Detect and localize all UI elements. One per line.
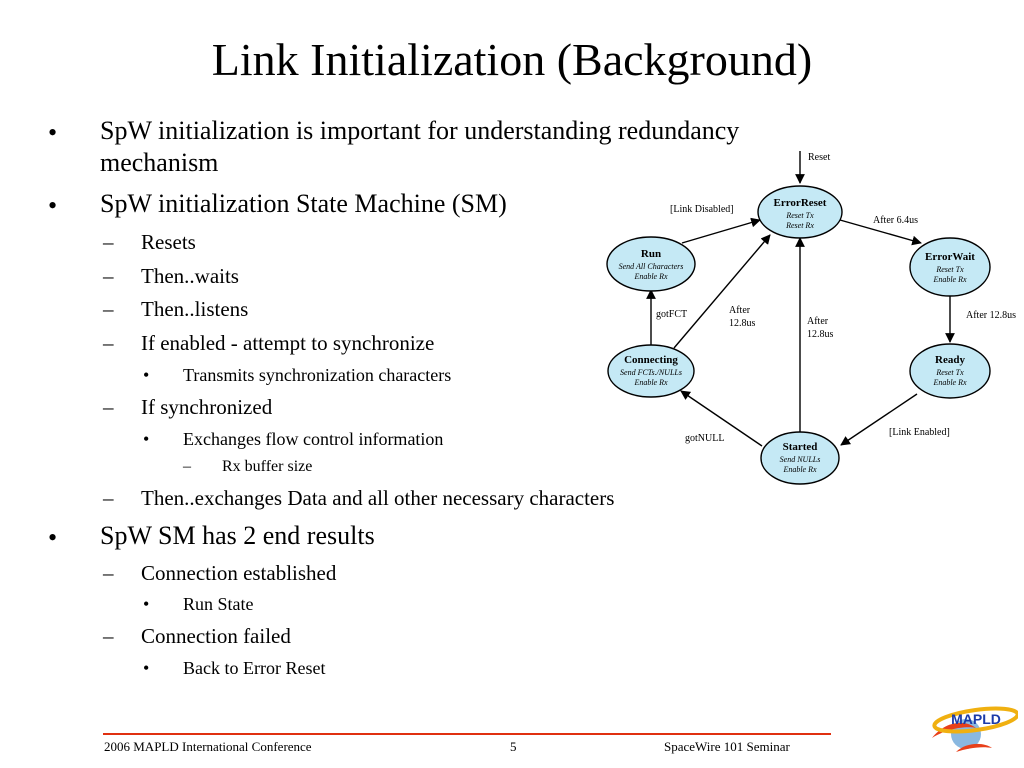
sub-bullet-item: If synchronized — [141, 395, 273, 419]
gotfct-label: gotFCT — [656, 309, 687, 320]
state-action: Enable Rx — [633, 272, 668, 281]
dash-marker: – — [103, 230, 114, 254]
mapld-logo: MAPLD — [932, 706, 1018, 752]
gotnull-label: gotNULL — [685, 433, 724, 444]
footer-page-number: 5 — [510, 739, 517, 754]
state-action: Enable Rx — [932, 378, 967, 387]
state-name: ErrorWait — [925, 251, 975, 263]
bullet-item: SpW initialization State Machine (SM) — [100, 189, 507, 218]
state-action: Reset Tx — [935, 265, 964, 274]
state-name: ErrorReset — [774, 197, 827, 209]
state-run: Run Send All Characters Enable Rx — [606, 236, 696, 292]
sub-sub-bullet-item: Transmits synchronization characters — [183, 365, 452, 385]
state-error-wait: ErrorWait Reset Tx Enable Rx — [909, 237, 991, 297]
link-disabled-label: [Link Disabled] — [670, 204, 734, 215]
state-connecting: Connecting Send FCTs./NULLs Enable Rx — [607, 344, 695, 398]
state-started: Started Send NULLs Enable Rx — [760, 431, 840, 485]
bullet-item: SpW initialization is important for unde… — [100, 116, 740, 145]
state-action: Send FCTs./NULLs — [620, 368, 682, 377]
started-timeout-label: 12.8us — [807, 329, 834, 340]
sub-bullet-item: Resets — [141, 230, 196, 254]
dash-marker: – — [103, 297, 114, 321]
dash-marker: – — [183, 458, 191, 475]
after-6-4us-label: After 6.4us — [873, 215, 918, 226]
dash-marker: – — [103, 561, 114, 585]
bullet-marker: • — [143, 658, 150, 678]
dash-marker: – — [103, 624, 114, 648]
sub-bullet-item: Connection failed — [141, 624, 291, 648]
link-disabled-arrow — [681, 217, 761, 244]
reset-label: Reset — [808, 152, 830, 163]
footer-conference: 2006 MAPLD International Conference — [104, 739, 312, 754]
started-timeout-label: After — [807, 316, 829, 327]
bullet-marker: • — [143, 594, 150, 614]
footer-seminar: SpaceWire 101 Seminar — [664, 739, 790, 754]
state-action: Enable Rx — [932, 275, 967, 284]
bullet-marker: • — [143, 365, 150, 385]
after-6-4us-arrow — [839, 219, 922, 246]
bullet-item: SpW SM has 2 end results — [100, 521, 375, 550]
bullet-marker: • — [48, 523, 58, 552]
sub-bullet-item: If enabled - attempt to synchronize — [141, 331, 435, 355]
state-action: Reset Tx — [935, 368, 964, 377]
connecting-timeout-label: After — [729, 305, 751, 316]
connecting-timeout-arrow — [673, 234, 771, 349]
state-action: Send NULLs — [780, 455, 821, 464]
state-action: Send All Characters — [619, 262, 684, 271]
bullet-marker: • — [48, 118, 58, 147]
bullet-marker: • — [143, 429, 150, 449]
state-action: Reset Rx — [785, 221, 814, 230]
bullet-item-continuation: mechanism — [100, 148, 219, 177]
state-name: Started — [783, 441, 818, 453]
dash-marker: – — [103, 486, 114, 510]
link-enabled-label: [Link Enabled] — [889, 427, 950, 438]
sub-sub-bullet-item: Run State — [183, 594, 254, 614]
sub-bullet-item: Then..exchanges Data and all other neces… — [141, 486, 615, 510]
connecting-timeout-label: 12.8us — [729, 318, 756, 329]
sub-sub-bullet-item: Back to Error Reset — [183, 658, 326, 678]
state-ready: Ready Reset Tx Enable Rx — [909, 343, 991, 399]
state-name: Run — [641, 248, 661, 260]
after-12-8us-label: After 12.8us — [966, 310, 1016, 321]
link-enabled-arrow — [840, 393, 918, 446]
state-name: Ready — [935, 354, 965, 366]
dash-marker: – — [103, 331, 114, 355]
sub-sub-bullet-item: Exchanges flow control information — [183, 429, 444, 449]
state-action: Enable Rx — [782, 465, 817, 474]
footer-divider — [103, 733, 831, 735]
logo-text: MAPLD — [951, 711, 1001, 727]
sub-bullet-item: Then..listens — [141, 297, 249, 321]
state-action: Reset Tx — [785, 211, 814, 220]
state-error-reset: ErrorReset Reset Tx Reset Rx — [757, 185, 843, 239]
sub-bullet-item: Connection established — [141, 561, 337, 585]
sub-bullet-item: Then..waits — [141, 264, 239, 288]
gotnull-arrow — [680, 390, 763, 447]
dash-marker: – — [103, 395, 114, 419]
state-name: Connecting — [624, 354, 678, 366]
bullet-marker: • — [48, 191, 58, 220]
slide-title: Link Initialization (Background) — [211, 34, 813, 85]
state-machine-diagram: Reset After 6.4us After 12.8us [Link Ena… — [606, 151, 1016, 485]
level4-bullet-item: Rx buffer size — [222, 458, 313, 475]
state-action: Enable Rx — [633, 378, 668, 387]
dash-marker: – — [103, 264, 114, 288]
